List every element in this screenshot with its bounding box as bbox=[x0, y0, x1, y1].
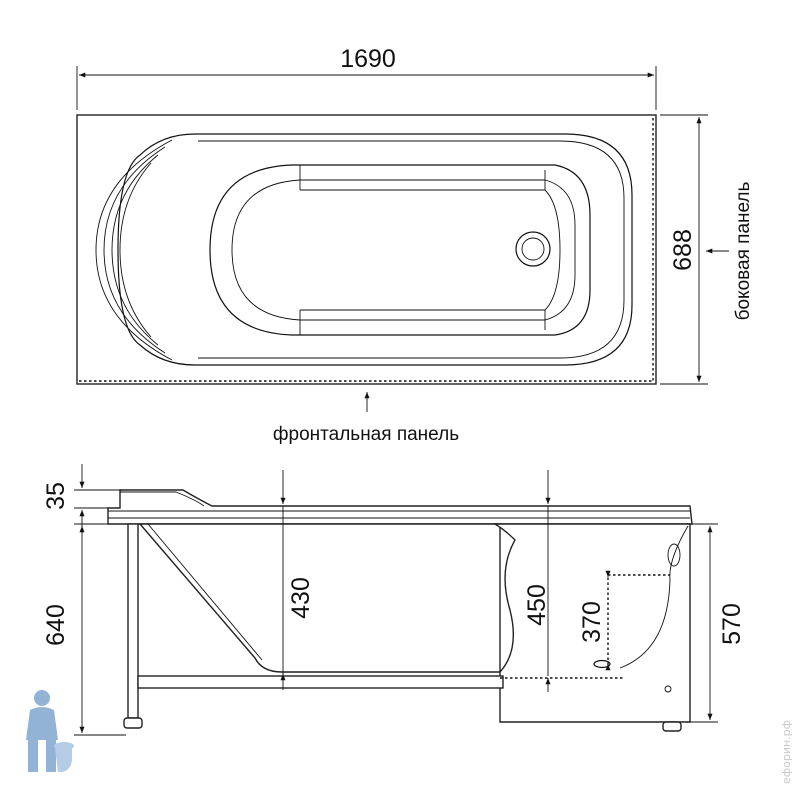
panel-height-dimension: 570 bbox=[686, 523, 746, 723]
overflow-icon bbox=[667, 543, 681, 567]
width-dimension: 688 bbox=[660, 114, 708, 385]
total-height-label: 640 bbox=[42, 604, 70, 646]
tub-rim bbox=[117, 133, 633, 366]
top-view: 1690 688 боковая панель bbox=[76, 45, 754, 445]
tub-rim-side bbox=[107, 489, 693, 525]
headrest-curve-3 bbox=[111, 154, 159, 346]
depth-430-label: 430 bbox=[287, 577, 315, 619]
foot-left bbox=[123, 717, 143, 729]
depth-450-label: 450 bbox=[523, 584, 551, 626]
length-label: 1690 bbox=[340, 45, 396, 73]
basin-inner bbox=[231, 179, 576, 321]
side-view: 35 640 430 450 370 bbox=[42, 464, 746, 736]
side-panel-cutaway bbox=[492, 523, 691, 723]
frame-leg-left bbox=[127, 523, 139, 719]
panel-height-label: 570 bbox=[718, 603, 746, 645]
plumber-logo bbox=[26, 690, 74, 772]
tub-outline-top bbox=[76, 114, 657, 385]
depth-430-dimension: 430 bbox=[280, 470, 315, 690]
width-label: 688 bbox=[669, 229, 697, 271]
length-dimension: 1690 bbox=[76, 45, 657, 110]
depth-450-dimension: 450 bbox=[500, 470, 625, 692]
basin-outer bbox=[209, 164, 591, 336]
foot-right bbox=[662, 721, 682, 732]
basin-foot-end bbox=[544, 170, 561, 330]
side-panel-label: боковая панель bbox=[733, 181, 754, 320]
headrest-curve-4 bbox=[119, 162, 152, 338]
rim-inner-line bbox=[198, 140, 625, 359]
watermark: ефорин.рф bbox=[780, 720, 793, 784]
panel-curve bbox=[619, 525, 689, 669]
drain-height-label: 370 bbox=[578, 601, 606, 643]
rim-height-label: 35 bbox=[42, 482, 70, 510]
total-height-dimension: 640 bbox=[42, 523, 126, 736]
front-panel-label: фронтальная панель bbox=[273, 424, 459, 445]
frame-crossbar bbox=[137, 675, 504, 689]
drain-icon bbox=[515, 231, 551, 267]
drain-height-dimension: 370 bbox=[578, 570, 670, 671]
tub-body-profile bbox=[138, 523, 501, 673]
rim-height-dimension: 35 bbox=[42, 464, 122, 534]
headrest-curve-1 bbox=[95, 139, 173, 361]
headrest-curve-2 bbox=[103, 146, 166, 354]
